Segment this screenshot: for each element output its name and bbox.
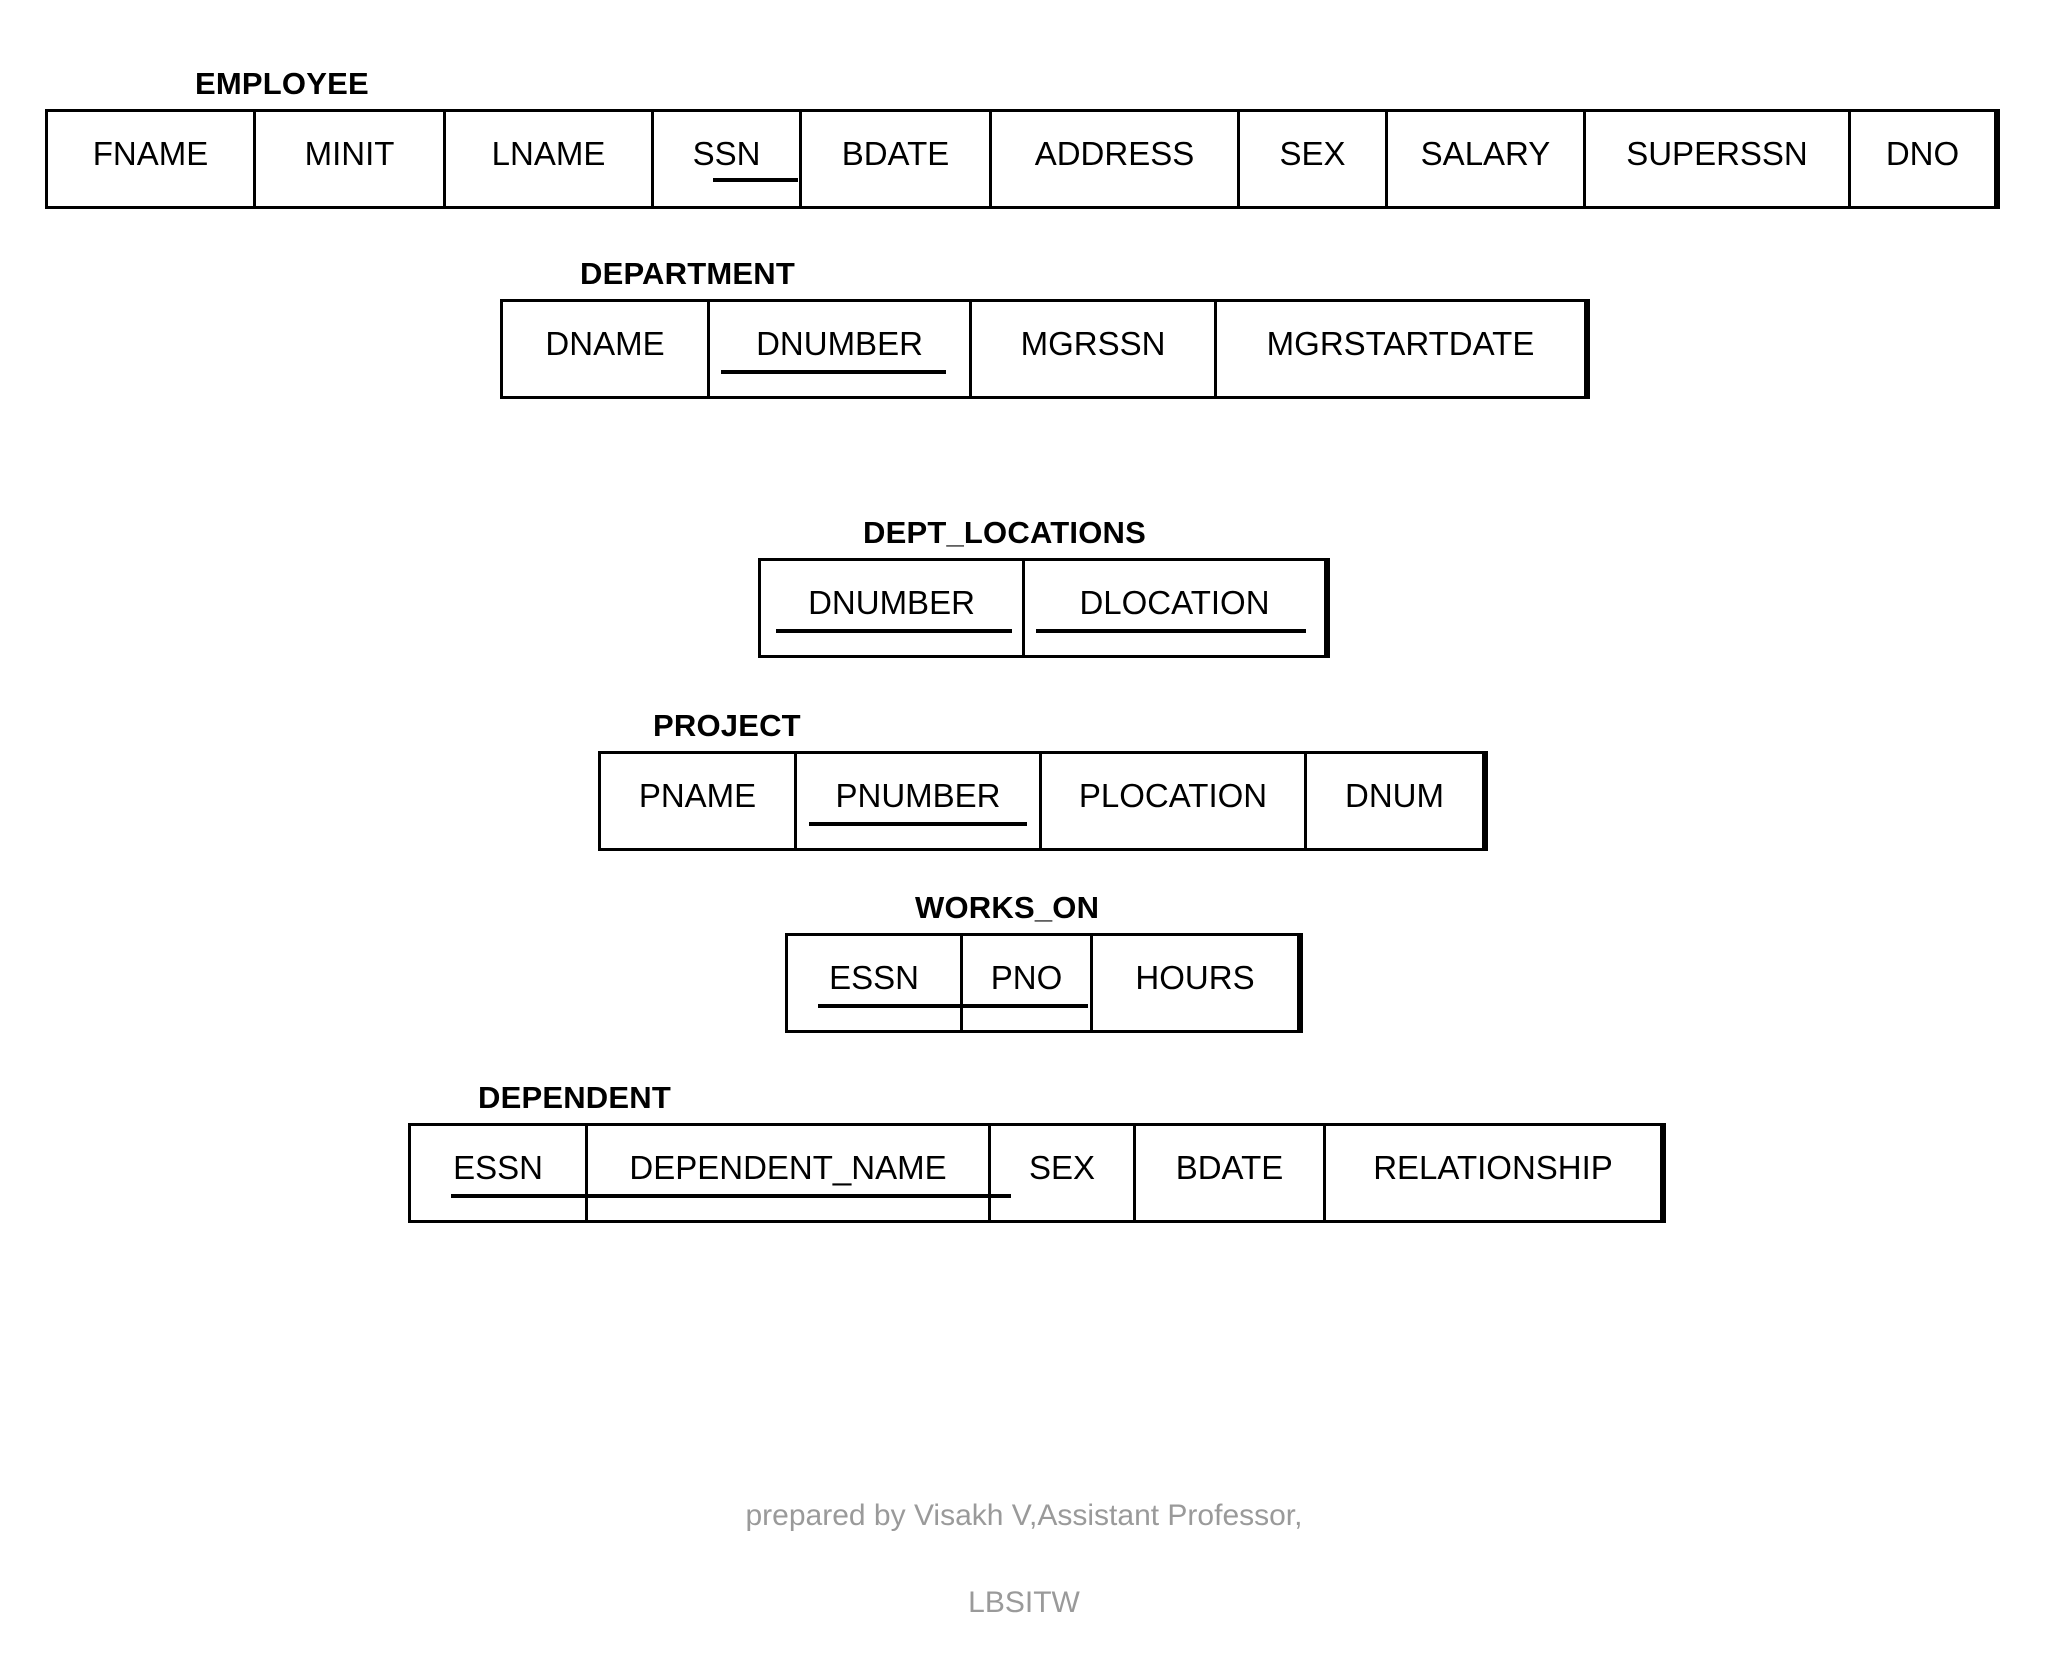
schema-title-project: PROJECT — [653, 708, 801, 743]
attribute-label-superssn: SUPERSSN — [1626, 134, 1808, 172]
attribute-cell-minit: MINIT — [256, 112, 446, 206]
attribute-label-salary: SALARY — [1420, 134, 1551, 172]
schema-dept-locations: DEPT_LOCATIONS DNUMBER DLOCATION — [758, 517, 1330, 658]
attribute-cell-lname: LNAME — [446, 112, 654, 206]
primary-key-underline-pnumber — [809, 822, 1027, 826]
attribute-row-employee: FNAME MINIT LNAME SSN BDATE ADDRESS SEX … — [45, 109, 2000, 209]
attribute-label-essn: ESSN — [829, 958, 919, 996]
attribute-label-plocation: PLOCATION — [1078, 776, 1268, 814]
attribute-label-hours: HOURS — [1135, 958, 1255, 996]
attribute-cell-plocation: PLOCATION — [1042, 754, 1307, 848]
attribute-cell-pnumber: PNUMBER — [797, 754, 1042, 848]
attribute-cell-pno: PNO — [963, 936, 1093, 1030]
attribute-label-lname: LNAME — [491, 134, 606, 172]
primary-key-underline-essn-dependent-name — [451, 1194, 1011, 1198]
attribute-cell-mgrssn: MGRSSN — [972, 302, 1217, 396]
attribute-label-sex: SEX — [1279, 134, 1346, 172]
attribute-cell-sex: SEX — [991, 1126, 1136, 1220]
attribute-row-dependent: ESSN DEPENDENT_NAME SEX BDATE RELATIONSH… — [408, 1123, 1666, 1223]
schema-works-on: WORKS_ON ESSN PNO HOURS — [785, 892, 1303, 1033]
schema-title-dept-locations: DEPT_LOCATIONS — [863, 515, 1146, 550]
attribute-cell-fname: FNAME — [48, 112, 256, 206]
attribute-label-relationship: RELATIONSHIP — [1373, 1148, 1613, 1186]
primary-key-underline-dnumber — [776, 629, 1012, 633]
primary-key-underline-essn-pno — [818, 1004, 1088, 1008]
attribute-label-essn: ESSN — [453, 1148, 543, 1186]
schema-employee: EMPLOYEE FNAME MINIT LNAME SSN BDATE ADD… — [45, 68, 2000, 209]
attribute-label-dnumber: DNUMBER — [808, 583, 975, 621]
attribute-label-mgrstartdate: MGRSTARTDATE — [1266, 324, 1535, 362]
attribute-label-fname: FNAME — [92, 134, 209, 172]
primary-key-underline-ssn — [713, 178, 798, 182]
attribute-cell-ssn: SSN — [654, 112, 802, 206]
attribute-row-project: PNAME PNUMBER PLOCATION DNUM — [598, 751, 1488, 851]
attribute-label-pno: PNO — [990, 958, 1063, 996]
schema-diagram-canvas: EMPLOYEE FNAME MINIT LNAME SSN BDATE ADD… — [45, 68, 2000, 1619]
attribute-label-pname: PNAME — [638, 776, 757, 814]
primary-key-underline-dnumber — [721, 370, 946, 374]
attribute-row-works-on: ESSN PNO HOURS — [785, 933, 1303, 1033]
attribute-cell-dno: DNO — [1851, 112, 1997, 206]
attribute-cell-bdate: BDATE — [802, 112, 992, 206]
attribute-label-ssn: SSN — [692, 134, 761, 172]
schema-title-department: DEPARTMENT — [580, 256, 795, 291]
attribute-cell-relationship: RELATIONSHIP — [1326, 1126, 1663, 1220]
attribute-label-mgrssn: MGRSSN — [1020, 324, 1166, 362]
attribute-label-address: ADDRESS — [1034, 134, 1195, 172]
attribute-cell-dnum: DNUM — [1307, 754, 1485, 848]
attribute-cell-dname: DNAME — [503, 302, 710, 396]
primary-key-underline-dlocation — [1036, 629, 1306, 633]
schema-project: PROJECT PNAME PNUMBER PLOCATION DNUM — [598, 710, 1488, 851]
attribute-label-pnumber: PNUMBER — [835, 776, 1001, 814]
attribute-cell-sex: SEX — [1240, 112, 1388, 206]
attribute-label-dlocation: DLOCATION — [1079, 583, 1270, 621]
attribute-cell-pname: PNAME — [601, 754, 797, 848]
watermark-line-1: prepared by Visakh V,Assistant Professor… — [745, 1498, 1303, 1532]
attribute-cell-dependent-name: DEPENDENT_NAME — [588, 1126, 991, 1220]
watermark-line-2: LBSITW — [968, 1585, 1080, 1619]
attribute-label-dependent-name: DEPENDENT_NAME — [629, 1148, 947, 1186]
attribute-label-bdate: BDATE — [841, 134, 950, 172]
attribute-cell-dlocation: DLOCATION — [1025, 561, 1327, 655]
attribute-cell-bdate: BDATE — [1136, 1126, 1326, 1220]
attribute-cell-dnumber: DNUMBER — [761, 561, 1025, 655]
schema-dependent: DEPENDENT ESSN DEPENDENT_NAME SEX BDATE … — [408, 1082, 1666, 1223]
attribute-cell-salary: SALARY — [1388, 112, 1586, 206]
attribute-cell-mgrstartdate: MGRSTARTDATE — [1217, 302, 1587, 396]
attribute-cell-address: ADDRESS — [992, 112, 1240, 206]
attribute-cell-dnumber: DNUMBER — [710, 302, 972, 396]
attribute-row-dept-locations: DNUMBER DLOCATION — [758, 558, 1330, 658]
attribute-label-sex: SEX — [1028, 1148, 1096, 1186]
schema-title-works-on: WORKS_ON — [915, 890, 1100, 925]
attribute-cell-essn: ESSN — [788, 936, 963, 1030]
attribute-label-dno: DNO — [1885, 134, 1960, 172]
attribute-label-minit: MINIT — [304, 134, 395, 172]
attribute-label-dname: DNAME — [545, 324, 665, 362]
attribute-cell-superssn: SUPERSSN — [1586, 112, 1851, 206]
schema-title-dependent: DEPENDENT — [478, 1080, 671, 1115]
watermark: prepared by Visakh V,Assistant Professor… — [0, 1450, 2048, 1668]
attribute-cell-essn: ESSN — [411, 1126, 588, 1220]
attribute-label-bdate: BDATE — [1175, 1148, 1284, 1186]
attribute-label-dnum: DNUM — [1345, 776, 1444, 814]
attribute-label-dnumber: DNUMBER — [756, 324, 923, 362]
schema-department: DEPARTMENT DNAME DNUMBER MGRSSN MGRSTART… — [500, 258, 1590, 399]
attribute-row-department: DNAME DNUMBER MGRSSN MGRSTARTDATE — [500, 299, 1590, 399]
attribute-cell-hours: HOURS — [1093, 936, 1300, 1030]
schema-title-employee: EMPLOYEE — [195, 66, 369, 101]
